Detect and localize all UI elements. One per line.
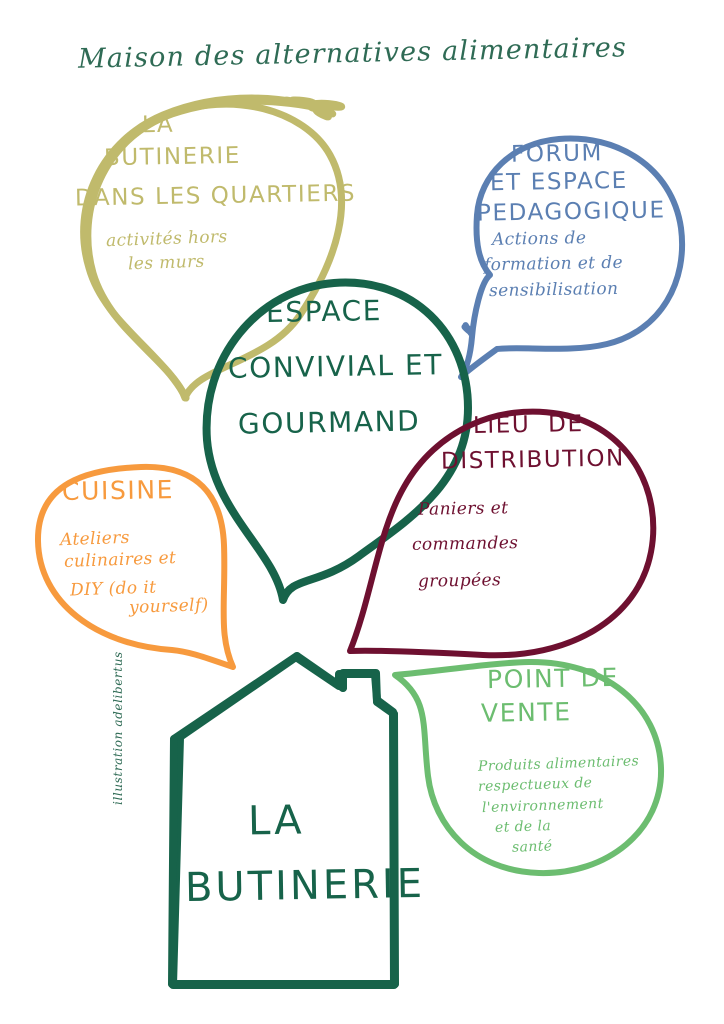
blue-heading-line-3: PEDAGOGIQUE [476, 197, 666, 227]
blue-heading-line-1: FORUM [510, 140, 604, 168]
orange-subtitle-line-2: culinaires et [63, 548, 177, 572]
blue-heading-line-2: ET ESPACE [489, 167, 628, 197]
blue-subtitle-line-1: Actions de [491, 228, 587, 250]
orange-heading-line-1: CUISINE [61, 475, 175, 506]
bubble-shape-olive[interactable] [84, 100, 345, 402]
bubble-shape-burgundy[interactable] [347, 408, 657, 659]
house-heading-line-1: LA [247, 797, 305, 845]
house-heading-line-2: BUTINERIE [184, 860, 426, 912]
olive-heading-line-2: BUTINERIE [103, 142, 242, 172]
burgundy-subtitle-line-1: Paniers et [417, 498, 509, 520]
orange-subtitle-line-1: Ateliers [59, 527, 131, 551]
olive-heading-line-3: DANS LES QUARTIERS [74, 180, 357, 212]
olive-subtitle-line-1: activités hors [105, 226, 228, 252]
lightgreen-subtitle-line-5: santé [511, 838, 553, 856]
house-roof-right [293, 652, 347, 692]
blue-subtitle-line-3: sensibilisation [488, 278, 619, 302]
illustrator-signature: illustration adelibertus [111, 651, 125, 805]
blue-subtitle-line-2: formation et de [483, 252, 624, 276]
burgundy-heading-line-1: LIEU DE [472, 411, 584, 439]
lightgreen-heading-line-2: VENTE [480, 697, 572, 728]
house-wall-right [390, 710, 399, 988]
bubble-shape-orange[interactable] [34, 463, 236, 670]
bubble-shape-lightgreen[interactable] [392, 658, 665, 877]
burgundy-subtitle-line-2: commandes [411, 533, 519, 555]
house-wall-left [168, 735, 178, 988]
house-roof-left [170, 652, 301, 743]
house-chimney [339, 669, 381, 706]
bubble-shape-blue[interactable] [458, 135, 686, 380]
green-heading-line-3: GOURMAND [237, 404, 421, 441]
green-heading-line-2: CONVIVIAL ET [227, 348, 444, 385]
green-heading-line-1: ESPACE [265, 293, 383, 330]
lightgreen-subtitle-line-4: et de la [494, 818, 552, 836]
orange-subtitle-line-4: yourself) [99, 595, 210, 619]
bubble-shape-green-center[interactable] [202, 278, 472, 604]
olive-subtitle-line-2: les murs [127, 251, 206, 275]
burgundy-subtitle-line-3: groupées [417, 570, 502, 592]
burgundy-heading-line-2: DISTRIBUTION [440, 445, 626, 475]
olive-heading-line-1: LA [141, 111, 175, 139]
lightgreen-heading-line-1: POINT DE [486, 662, 620, 695]
